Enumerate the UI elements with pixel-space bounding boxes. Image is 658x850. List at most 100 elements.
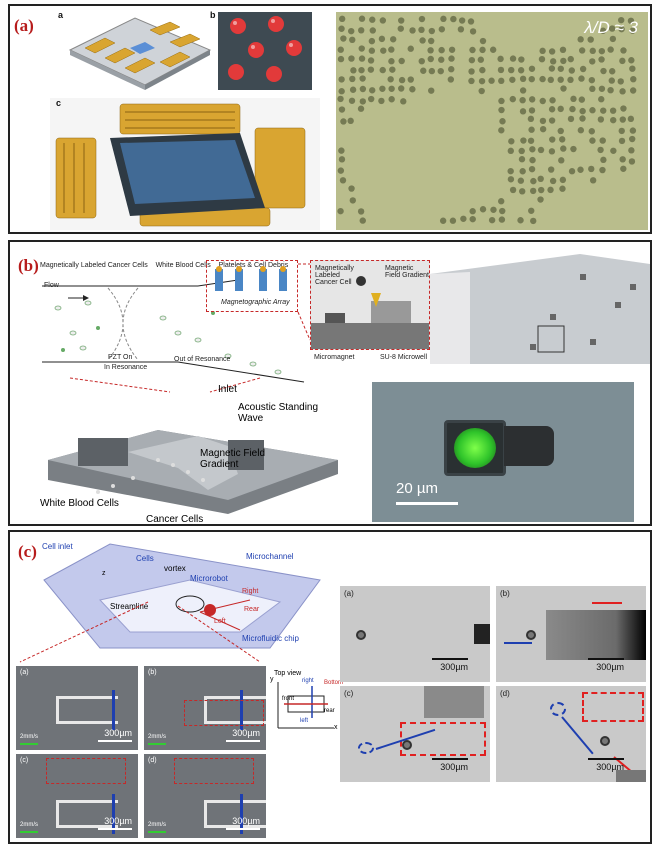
particle: [338, 88, 345, 95]
lambda-ratio-label: λ/D ≈ 3: [584, 18, 638, 37]
particle: [367, 66, 375, 73]
particle: [420, 67, 427, 74]
flow-label: Flow: [44, 282, 59, 289]
particle: [619, 116, 626, 123]
speed-bar: [148, 743, 166, 745]
particle: [379, 17, 387, 24]
blue-dashed-circle: [358, 742, 374, 754]
big-panel-letter: (a): [344, 589, 354, 598]
microchannel-label: Microchannel: [246, 552, 294, 561]
electrode-array-illustration: [50, 98, 320, 230]
particle: [378, 35, 386, 43]
top-view-label: Top view: [274, 670, 302, 677]
particle: [618, 25, 625, 33]
particle: [598, 85, 606, 92]
particle: [458, 17, 466, 24]
particle: [359, 98, 367, 105]
cells-label: Cells: [136, 554, 154, 563]
small-scale-bar: [226, 740, 260, 742]
particle: [468, 56, 476, 64]
microrobot-label: Microrobot: [190, 574, 228, 583]
top-view-axes: [277, 682, 334, 729]
big-scale-label: 300µm: [596, 662, 624, 672]
particle: [509, 76, 516, 83]
particle: [479, 206, 487, 213]
particle: [527, 137, 535, 144]
blue-arrow: [240, 794, 243, 834]
particle: [600, 107, 607, 114]
particle: [449, 217, 457, 224]
particle-microscopy-image: λ/D ≈ 3: [336, 12, 648, 230]
particle: [629, 27, 636, 34]
particle: [498, 97, 505, 105]
particle: [609, 35, 617, 43]
particle: [567, 115, 575, 123]
particle: [358, 45, 365, 52]
cell-inlet-label: Cell inlet: [42, 542, 73, 551]
particle: [628, 57, 635, 64]
particle: [538, 55, 546, 63]
particle: [519, 168, 526, 175]
particle: [619, 156, 626, 163]
particle: [489, 46, 497, 53]
red-dashed-box: [582, 692, 644, 722]
particle: [379, 66, 386, 74]
particle: [539, 47, 546, 55]
particle: [427, 47, 434, 54]
particle: [619, 88, 626, 95]
particle: [457, 26, 465, 33]
particle: [598, 56, 605, 63]
big-microscope-panel: (d)300µm: [496, 686, 646, 782]
particle: [448, 46, 456, 53]
particle: [589, 107, 596, 114]
micromagnet-dark: [504, 426, 554, 466]
big-scale-label: 300µm: [440, 762, 468, 772]
blue-arrow: [112, 690, 115, 730]
particle: [548, 117, 556, 124]
robot-edge: [474, 624, 490, 644]
small-scale-bar: [98, 828, 132, 830]
panel-a-label: (a): [14, 16, 34, 35]
particle: [518, 56, 525, 63]
particle: [509, 95, 516, 103]
particle: [490, 206, 497, 213]
out-resonance-label: Out of Resonance: [174, 356, 231, 363]
particle: [519, 87, 527, 94]
particle: [450, 15, 457, 23]
top-view-rear: rear: [324, 708, 335, 714]
big-panel-letter: (c): [344, 689, 354, 698]
microrobot-outline: [204, 696, 266, 724]
particle: [598, 47, 606, 55]
particle: [468, 68, 475, 75]
particle: [570, 95, 577, 103]
labeled-cancer-cell-label: Magnetically Labeled Cancer Cell: [315, 265, 354, 286]
particle: [337, 95, 344, 103]
particle: [517, 217, 524, 224]
particle: [407, 76, 414, 83]
magnetic-field-gradient-top-label: Magnetic Field Gradient: [385, 265, 429, 279]
particle: [427, 37, 435, 45]
particle: [578, 47, 586, 54]
particle: [529, 156, 536, 164]
particle: [338, 15, 346, 23]
particle: [389, 66, 396, 73]
particle: [620, 105, 627, 112]
vortex-label: vortex: [164, 564, 186, 573]
magnetographic-array-wells: [215, 266, 287, 291]
particle: [349, 75, 356, 83]
particle: [499, 207, 506, 215]
speed-label: 2mm/s: [20, 734, 38, 740]
particle: [579, 65, 587, 73]
particle: [547, 186, 554, 194]
particle: [498, 216, 506, 223]
top-view-y-label: y: [270, 676, 274, 683]
top-view-front: front: [282, 696, 295, 702]
big-scale-bar: [588, 758, 624, 760]
particle: [498, 106, 505, 114]
legend-cancer-cells: Magnetically Labeled Cancer Cells: [40, 262, 148, 269]
magnetographic-array-box: Magnetographic Array: [206, 260, 298, 312]
particle: [569, 105, 576, 113]
chip-illustration: [68, 17, 212, 90]
particle: [557, 76, 564, 83]
